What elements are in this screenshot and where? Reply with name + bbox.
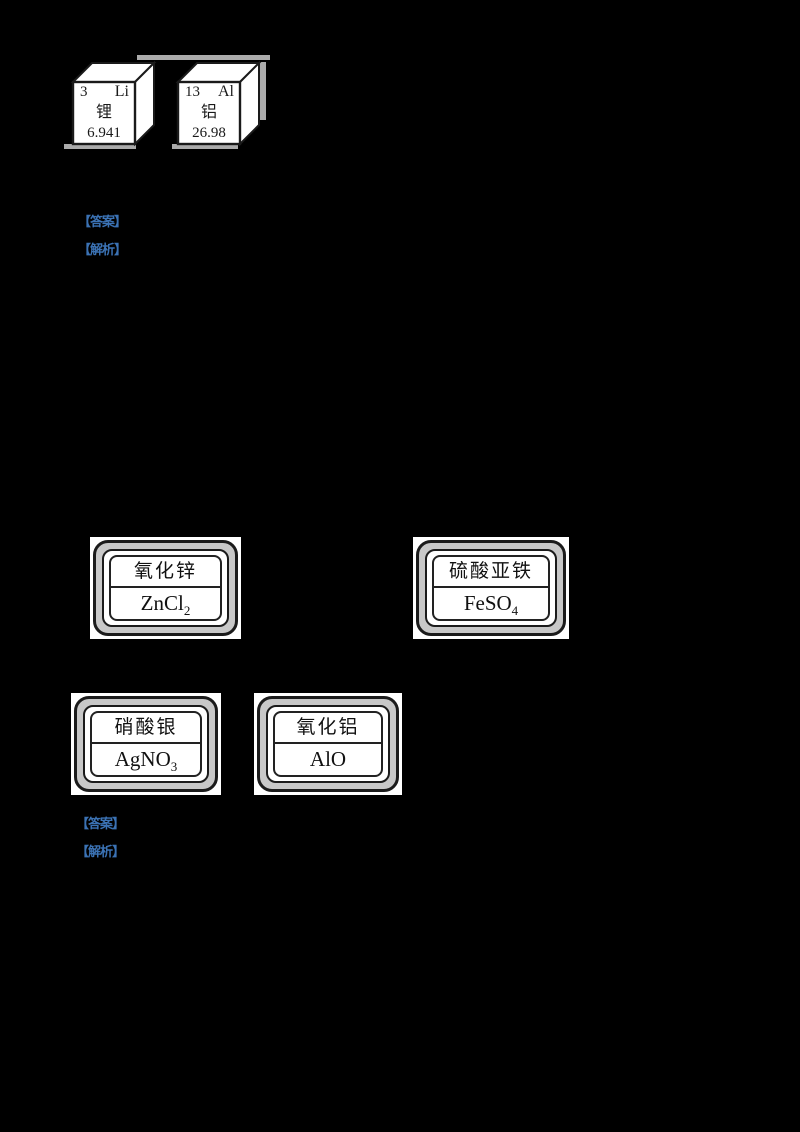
atomic-number: 13 (185, 84, 200, 100)
formula-main: AlO (309, 747, 347, 771)
element-name-cn: 铝 (200, 104, 217, 121)
analysis-badge[interactable]: 【解析】 (76, 844, 125, 859)
reagent-name: 氧化铝 (275, 713, 381, 744)
element-symbol: Li (114, 83, 129, 100)
formula-main: AgNO (114, 747, 171, 771)
label-outer-frame: 硫酸亚铁 FeSO4 (416, 540, 566, 636)
answer-badge[interactable]: 【答案】 (78, 214, 127, 229)
reagent-label-zncl2: 氧化锌 ZnCl2 (90, 537, 241, 639)
analysis-badge[interactable]: 【解析】 (78, 242, 127, 257)
label-mid-frame: 氧化铝 AlO (266, 705, 390, 783)
label-inner-box: 硝酸银 AgNO3 (90, 711, 202, 777)
label-mid-frame: 氧化锌 ZnCl2 (102, 549, 229, 627)
label-mid-frame: 硫酸亚铁 FeSO4 (425, 549, 557, 627)
atomic-mass: 26.98 (192, 125, 226, 141)
reagent-formula: AlO (275, 744, 381, 775)
scan-artifact (137, 55, 270, 60)
element-cube-aluminium: 13 Al 铝 26.98 (174, 60, 262, 147)
label-scan-paper: 硝酸银 AgNO3 (71, 693, 221, 795)
element-tile: 3 Li 锂 6.941 (73, 82, 135, 144)
label-outer-frame: 硝酸银 AgNO3 (74, 696, 218, 792)
formula-subscript: 3 (170, 759, 178, 775)
element-symbol: Al (218, 83, 234, 100)
reagent-label-agno3: 硝酸银 AgNO3 (71, 693, 221, 795)
label-inner-box: 硫酸亚铁 FeSO4 (432, 555, 550, 621)
answer-badge[interactable]: 【答案】 (76, 816, 125, 831)
reagent-formula: FeSO4 (434, 588, 548, 619)
label-inner-box: 氧化锌 ZnCl2 (109, 555, 222, 621)
scan-artifact (172, 144, 238, 149)
reagent-label-feso4: 硫酸亚铁 FeSO4 (413, 537, 569, 639)
element-name-cn: 锂 (95, 104, 112, 121)
element-tile: 13 Al 铝 26.98 (178, 82, 240, 144)
label-scan-paper: 硫酸亚铁 FeSO4 (413, 537, 569, 639)
cube-3d-outline (175, 60, 262, 147)
scan-artifact (64, 144, 136, 149)
atomic-mass: 6.941 (87, 125, 121, 141)
reagent-label-alo: 氧化铝 AlO (254, 693, 402, 795)
label-outer-frame: 氧化铝 AlO (257, 696, 399, 792)
reagent-formula: ZnCl2 (111, 588, 220, 619)
reagent-formula: AgNO3 (92, 744, 200, 775)
reagent-name: 硫酸亚铁 (434, 557, 548, 588)
reagent-name: 硝酸银 (92, 713, 200, 744)
formula-main: ZnCl (140, 591, 184, 615)
formula-subscript: 2 (183, 603, 191, 619)
label-scan-paper: 氧化锌 ZnCl2 (90, 537, 241, 639)
label-outer-frame: 氧化锌 ZnCl2 (93, 540, 238, 636)
element-cube-lithium: 3 Li 锂 6.941 (69, 60, 157, 147)
formula-main: FeSO (463, 591, 512, 615)
atomic-number: 3 (80, 84, 88, 100)
formula-subscript: 4 (511, 603, 519, 619)
reagent-name: 氧化锌 (111, 557, 220, 588)
scan-artifact (256, 62, 266, 120)
label-inner-box: 氧化铝 AlO (273, 711, 383, 777)
cube-3d-outline (70, 60, 157, 147)
label-scan-paper: 氧化铝 AlO (254, 693, 402, 795)
label-mid-frame: 硝酸银 AgNO3 (83, 705, 209, 783)
